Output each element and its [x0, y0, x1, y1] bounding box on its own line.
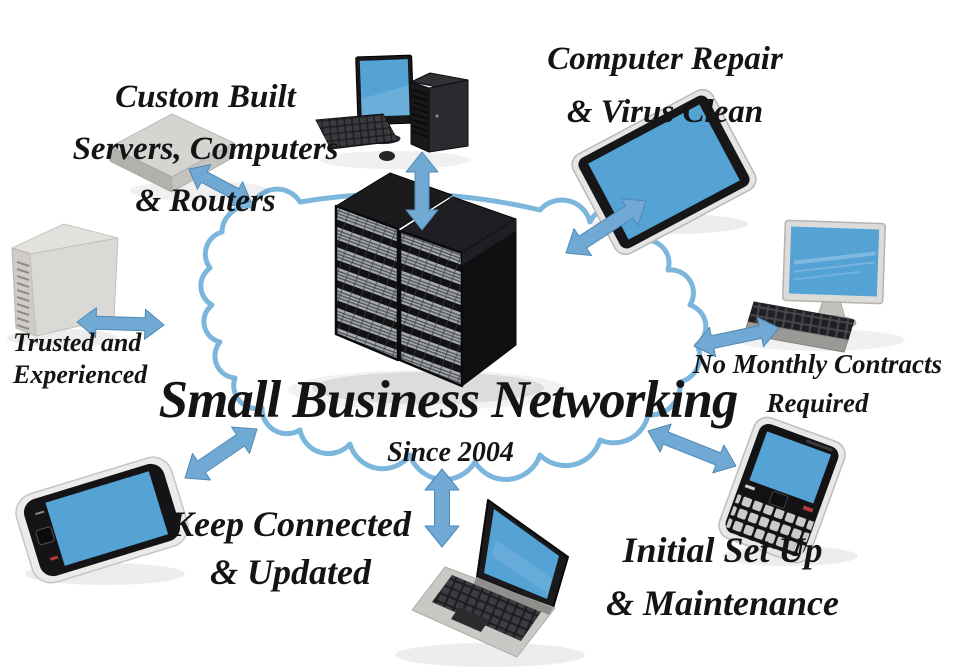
server-right-side-sheen [462, 219, 516, 265]
label-no-contracts: No Monthly Contracts Required [680, 345, 955, 423]
label-keep-connected: Keep Connected & Updated [133, 500, 448, 596]
label-initial-setup: Initial Set Up & Maintenance [560, 524, 885, 630]
label-computer-repair: Computer Repair & Virus Clean [505, 33, 825, 139]
laptop-screen [484, 509, 559, 599]
label-line: Keep Connected [170, 504, 411, 544]
arrow-smartphone-icon [184, 426, 258, 481]
label-line: & Maintenance [605, 583, 839, 623]
label-line: Computer Repair [547, 41, 783, 77]
label-line: Experienced [13, 360, 148, 389]
server-right-front [398, 229, 464, 388]
label-line: Trusted and [13, 328, 142, 357]
label-line: Required [766, 388, 869, 418]
smartphone-device [15, 456, 189, 584]
arrow-top-computer-icon [405, 151, 439, 231]
server-rack-hub [334, 172, 517, 388]
top-tower [410, 72, 469, 153]
label-line: No Monthly Contracts [692, 349, 943, 379]
arrow-router-icon [188, 164, 252, 207]
label-trusted: Trusted and Experienced [13, 327, 203, 391]
blackberry-screen [749, 431, 832, 504]
arrow-tower-server-icon [76, 307, 165, 340]
laptop-touchpad [451, 607, 489, 632]
server-left-front [334, 204, 400, 362]
right-monitor [781, 219, 887, 329]
smartphone-home-button [35, 526, 55, 546]
desktop-computer-top [315, 54, 469, 161]
blackberry-trackpad [768, 491, 789, 509]
tower-vents [16, 261, 30, 330]
arrow-tablet-icon [565, 198, 647, 256]
label-line: Servers, Computers [72, 131, 339, 167]
label-custom-built: Custom Built Servers, Computers & Router… [28, 71, 383, 227]
arrow-laptop-icon [424, 468, 460, 548]
top-mouse [379, 151, 395, 161]
label-line: Custom Built [115, 79, 296, 115]
blackberry-keyboard [724, 494, 815, 559]
top-monitor [355, 54, 415, 145]
blackberry-device [718, 416, 846, 564]
page-title: Small Business Networking [158, 371, 739, 429]
smartphone-screen [45, 471, 169, 566]
connector-arrows [76, 151, 780, 548]
top-monitor-screen [359, 59, 410, 117]
desktop-computer-right [743, 219, 887, 353]
label-line: & Routers [135, 183, 276, 219]
page-subtitle: Since 2004 [387, 437, 514, 468]
label-line: & Virus Clean [566, 94, 764, 130]
label-line: Initial Set Up [622, 530, 823, 570]
right-monitor-screen [788, 226, 880, 297]
arrow-blackberry-icon [647, 423, 737, 474]
laptop-device [411, 499, 569, 658]
server-right-side [461, 218, 517, 387]
label-line: & Updated [210, 552, 371, 592]
arrow-right-computer-icon [693, 316, 780, 358]
